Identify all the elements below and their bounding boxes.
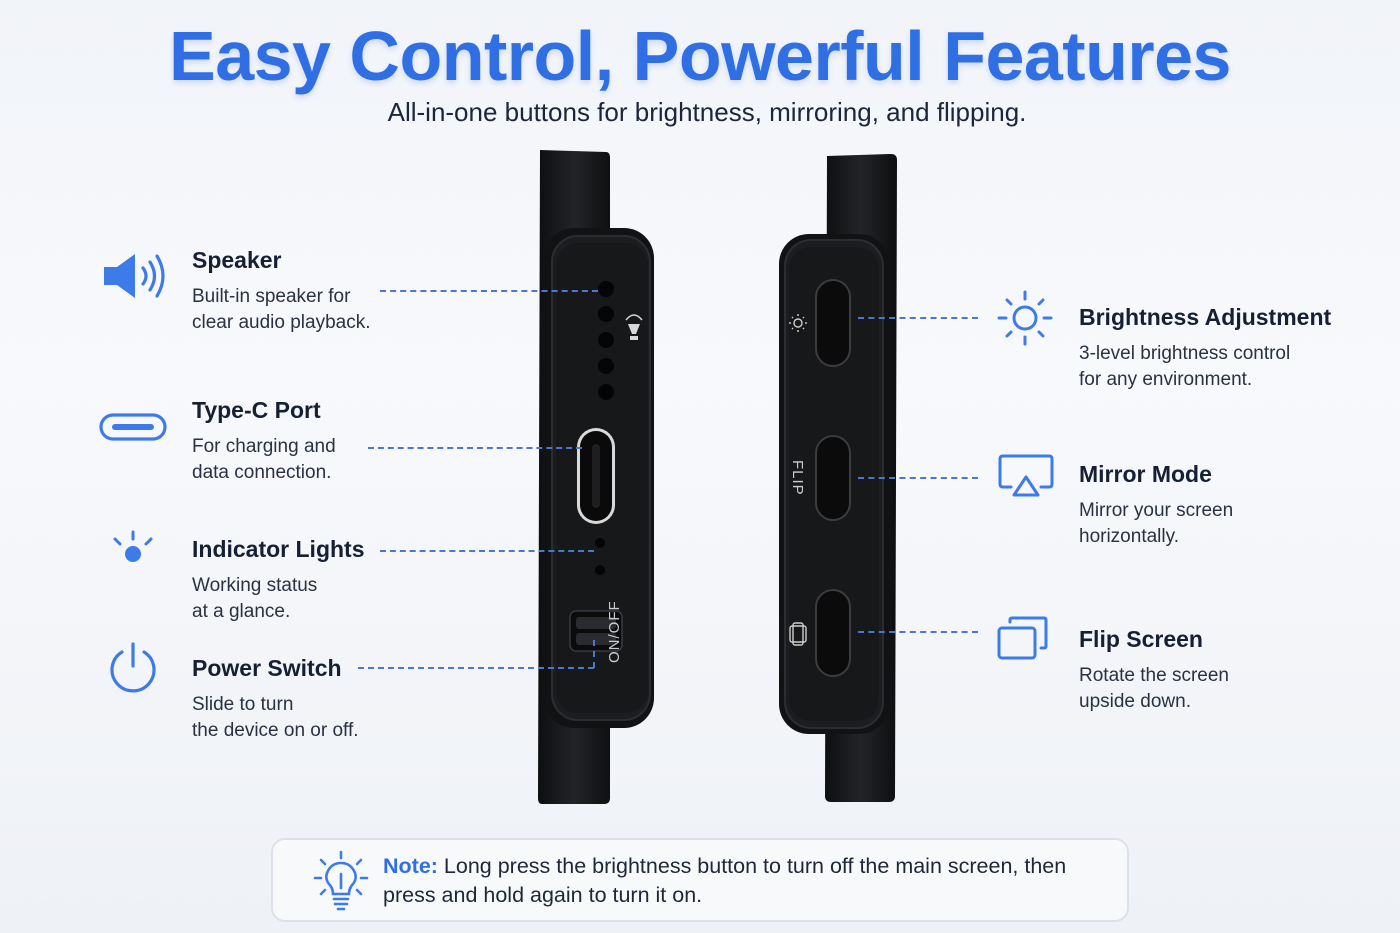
feature-desc: Working status at a glance.: [192, 575, 318, 622]
connector-type-c: [368, 447, 582, 449]
note-box: Note: Long press the brightness button t…: [271, 838, 1129, 922]
on-off-label: ON/OFF: [606, 600, 623, 663]
connector-brightness: [858, 317, 978, 319]
feature-speaker: Speaker Built-in speaker for clear audio…: [192, 247, 522, 336]
flip-button: [815, 435, 851, 521]
usb-c-port: [577, 428, 615, 524]
note-label: Note:: [383, 854, 438, 878]
connector-flip: [858, 631, 978, 633]
feature-flip-screen: Flip Screen Rotate the screen upside dow…: [1079, 626, 1379, 715]
flip-icon: [997, 616, 1048, 660]
indicator-light-icon: [113, 530, 153, 562]
power-slide-switch: [569, 610, 623, 652]
feature-indicator-lights: Indicator Lights Working status at a gla…: [192, 536, 522, 625]
feature-title: Indicator Lights: [192, 536, 365, 562]
feature-brightness: Brightness Adjustment 3-level brightness…: [1079, 304, 1379, 393]
note-body: Long press the brightness button to turn…: [383, 854, 1067, 907]
feature-desc: Built-in speaker for clear audio playbac…: [192, 286, 371, 333]
feature-title: Flip Screen: [1079, 626, 1203, 652]
mic-symbol: [625, 314, 643, 340]
flip-label: FLIP: [789, 460, 806, 496]
feature-desc: Rotate the screen upside down.: [1079, 665, 1229, 712]
flip-screen-button: [815, 589, 851, 677]
brightness-button-symbol: [789, 314, 807, 332]
feature-power-switch: Power Switch Slide to turn the device on…: [192, 655, 522, 744]
page-title: Easy Control, Powerful Features: [169, 17, 1231, 95]
feature-title: Power Switch: [192, 655, 342, 681]
brightness-button: [815, 279, 851, 367]
feature-desc: 3-level brightness control for any envir…: [1079, 343, 1291, 390]
indicator-light: [595, 565, 605, 575]
power-icon: [110, 642, 156, 693]
feature-title: Mirror Mode: [1079, 461, 1212, 487]
connector-indicator: [380, 550, 594, 552]
sun-icon: [997, 290, 1053, 346]
lightbulb-icon: [313, 850, 369, 911]
feature-mirror-mode: Mirror Mode Mirror your screen horizonta…: [1079, 461, 1379, 550]
usb-c-icon: [99, 413, 167, 441]
speaker-grille: [598, 281, 614, 400]
page-subtitle: All-in-one buttons for brightness, mirro…: [387, 97, 1027, 127]
device-left-side: [538, 150, 654, 804]
feature-desc: For charging and data connection.: [192, 436, 336, 483]
feature-title: Speaker: [192, 247, 282, 273]
note-text: Note: Long press the brightness button t…: [383, 852, 1103, 910]
feature-desc: Slide to turn the device on or off.: [192, 694, 359, 741]
flip-screen-button-symbol: [789, 622, 807, 646]
connector-power: [358, 667, 594, 669]
indicator-light: [595, 538, 605, 548]
feature-desc: Mirror your screen horizontally.: [1079, 500, 1234, 547]
feature-title: Type-C Port: [192, 397, 321, 423]
mirror-icon: [998, 454, 1054, 497]
connector-mirror: [858, 477, 978, 479]
speaker-icon: [104, 254, 165, 298]
connector-speaker: [380, 290, 598, 292]
connector-power-vertical: [593, 640, 595, 668]
feature-type-c-port: Type-C Port For charging and data connec…: [192, 397, 522, 486]
feature-title: Brightness Adjustment: [1079, 304, 1332, 330]
